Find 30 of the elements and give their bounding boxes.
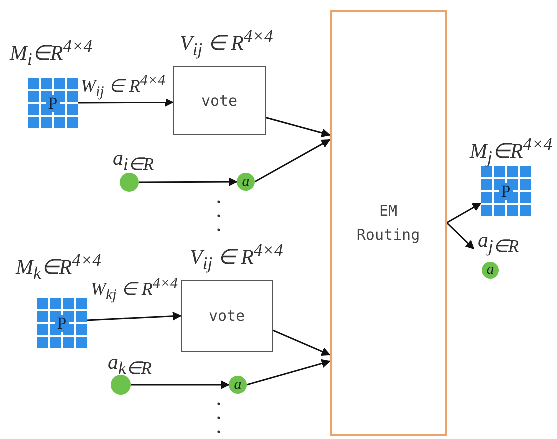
math-label: V$_{ij}$ ∈ R$^{4×4}$ <box>190 240 284 274</box>
vote-box: vote <box>181 280 273 352</box>
arrow <box>272 330 331 356</box>
routing-box: EM Routing <box>330 10 447 436</box>
math-label: M$_{i}$∈R$^{4×4}$ <box>10 36 93 70</box>
arrow <box>254 139 331 183</box>
math-label: V$_{ij}$ ∈ R$^{4×4}$ <box>180 26 274 60</box>
activation-circle <box>120 173 139 192</box>
arrow <box>78 98 174 108</box>
arrow <box>246 359 331 386</box>
edge-label: W$_{kj}$ ∈ R$^{4×4}$ <box>90 275 179 305</box>
activation-circle: a <box>237 173 255 191</box>
activation-circle: a <box>229 376 247 394</box>
math-label: a$_{i∈R}$ <box>113 146 154 176</box>
matrix-label: P <box>46 94 60 112</box>
arrow <box>86 312 182 322</box>
matrix-label: P <box>499 182 513 200</box>
activation-circle <box>111 375 131 395</box>
arrow <box>446 222 475 250</box>
arrow <box>131 380 230 390</box>
vote-box: vote <box>173 66 266 135</box>
math-label: a$_{j∈R}$ <box>478 228 520 258</box>
activation-circle: a <box>482 262 499 279</box>
math-label: M$_{j}$∈R$^{4×4}$ <box>470 134 553 168</box>
arrow <box>139 178 238 187</box>
arrow <box>266 117 331 138</box>
matrix-label: P <box>55 314 69 332</box>
math-label: a$_{k∈R}$ <box>108 350 152 380</box>
arrow <box>446 202 482 224</box>
edge-label: W$_{ij}$ ∈ R$^{4×4}$ <box>80 72 166 102</box>
